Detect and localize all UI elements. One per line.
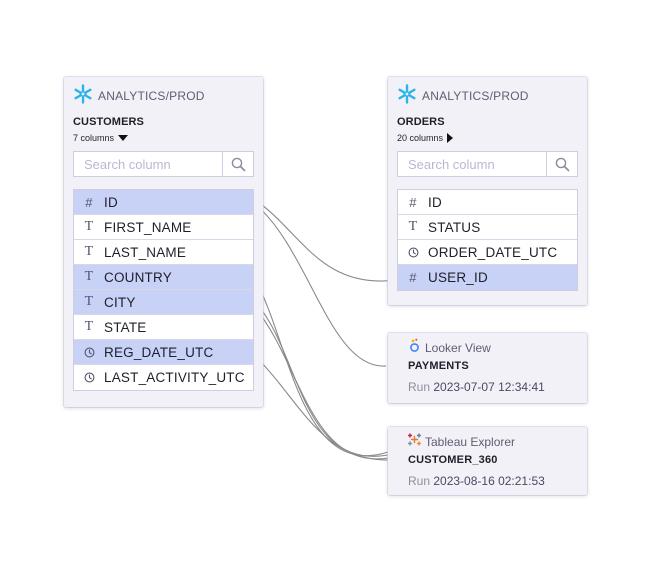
column-name: LAST_ACTIVITY_UTC: [104, 370, 245, 385]
link-customers-city-to-customer360-b: [254, 307, 389, 460]
column-row[interactable]: # USER_ID: [398, 265, 577, 290]
column-row[interactable]: T LAST_NAME: [74, 240, 253, 265]
customer360-report-card[interactable]: Tableau Explorer CUSTOMER_360 Run 2023-0…: [388, 427, 587, 495]
search-icon[interactable]: [222, 152, 253, 176]
orders-source: ANALYTICS/PROD: [397, 83, 578, 109]
search-icon[interactable]: [546, 152, 577, 176]
text-type-icon: T: [84, 219, 94, 234]
payments-report-name: PAYMENTS: [408, 360, 469, 372]
orders-table-card[interactable]: ANALYTICS/PROD ORDERS 20 columns # ID T STA…: [388, 77, 587, 305]
link-customers-reg-date-to-customer360: [254, 355, 389, 461]
snowflake-icon: [397, 83, 417, 109]
column-row[interactable]: ORDER_DATE_UTC: [398, 240, 577, 265]
customer360-run-date: 2023-08-16 02:21:53: [433, 474, 545, 488]
link-customers-id-to-payments: [254, 203, 387, 367]
text-type-icon: T: [84, 244, 94, 259]
customers-table-card[interactable]: ANALYTICS/PROD CUSTOMERS 7 columns #IDTF…: [64, 77, 263, 407]
orders-column-count[interactable]: 20 columns: [397, 133, 578, 143]
orders-search-input[interactable]: [398, 152, 546, 176]
column-row[interactable]: T CITY: [74, 290, 253, 315]
number-type-icon: #: [409, 270, 417, 285]
orders-column-count-label: 20 columns: [397, 133, 444, 143]
number-type-icon: #: [409, 194, 417, 210]
looker-icon: [408, 338, 421, 358]
payments-run-label: Run: [408, 380, 431, 394]
customer360-report-name: CUSTOMER_360: [408, 454, 498, 466]
payments-source: Looker View: [408, 338, 567, 358]
text-type-icon: T: [84, 294, 94, 309]
column-name: ID: [104, 194, 118, 210]
clock-type-icon: [398, 247, 428, 258]
text-type-icon: T: [84, 319, 94, 334]
text-type-icon: T: [84, 269, 94, 284]
tableau-icon: [407, 433, 422, 451]
orders-table-name: ORDERS: [397, 116, 445, 128]
orders-column-list: # ID T STATUS ORDER_DATE_UTC # USER_ID: [397, 189, 578, 291]
column-name: STATUS: [428, 219, 481, 235]
column-name: USER_ID: [428, 270, 488, 285]
column-name: STATE: [104, 319, 147, 335]
column-row[interactable]: LAST_ACTIVITY_UTC: [74, 365, 253, 390]
column-row[interactable]: REG_DATE_UTC: [74, 340, 253, 365]
caret-down-icon[interactable]: [118, 135, 129, 141]
column-name: ORDER_DATE_UTC: [428, 244, 558, 260]
column-row[interactable]: T STATE: [74, 315, 253, 340]
orders-source-label: ANALYTICS/PROD: [422, 89, 529, 103]
column-row[interactable]: # ID: [74, 190, 253, 215]
clock-type-icon: [74, 372, 104, 383]
column-name: FIRST_NAME: [104, 219, 192, 235]
column-name: ID: [428, 194, 442, 210]
text-type-icon: T: [408, 219, 418, 234]
column-name: CITY: [104, 294, 136, 310]
customers-search-input[interactable]: [74, 152, 222, 176]
link-customers-city-to-customer360-a: [254, 301, 389, 457]
customers-source: ANALYTICS/PROD: [73, 83, 254, 109]
customers-search: [73, 151, 254, 177]
payments-source-label: Looker View: [425, 341, 491, 355]
column-name: COUNTRY: [104, 269, 172, 285]
column-name: LAST_NAME: [104, 244, 187, 260]
column-name: REG_DATE_UTC: [104, 344, 214, 360]
payments-run: Run 2023-07-07 12:34:41: [408, 380, 567, 394]
payments-run-date: 2023-07-07 12:34:41: [433, 380, 545, 394]
customer360-run-label: Run: [408, 474, 431, 488]
clock-type-icon: [74, 347, 104, 358]
orders-search: [397, 151, 578, 177]
column-row[interactable]: T COUNTRY: [74, 265, 253, 290]
customers-column-count-label: 7 columns: [73, 133, 115, 143]
customer360-run: Run 2023-08-16 02:21:53: [408, 474, 567, 488]
customers-table-name: CUSTOMERS: [73, 116, 144, 128]
column-row[interactable]: T FIRST_NAME: [74, 215, 253, 240]
customer360-source-label: Tableau Explorer: [425, 435, 516, 449]
snowflake-icon: [73, 83, 93, 109]
column-row[interactable]: # ID: [398, 190, 577, 215]
payments-report-card[interactable]: Looker View PAYMENTS Run 2023-07-07 12:3…: [388, 333, 587, 403]
number-type-icon: #: [85, 194, 93, 210]
customers-column-count[interactable]: 7 columns: [73, 133, 254, 143]
customer360-source: Tableau Explorer: [407, 433, 567, 451]
customers-source-label: ANALYTICS/PROD: [98, 89, 205, 103]
column-row[interactable]: T STATUS: [398, 215, 577, 240]
customers-column-list: # ID T FIRST_NAME T LAST_NAME T COUNTRY T CITY T ST…: [73, 189, 254, 391]
link-customers-id-to-orders-user-id: [254, 199, 398, 282]
caret-right-icon[interactable]: [447, 133, 454, 143]
